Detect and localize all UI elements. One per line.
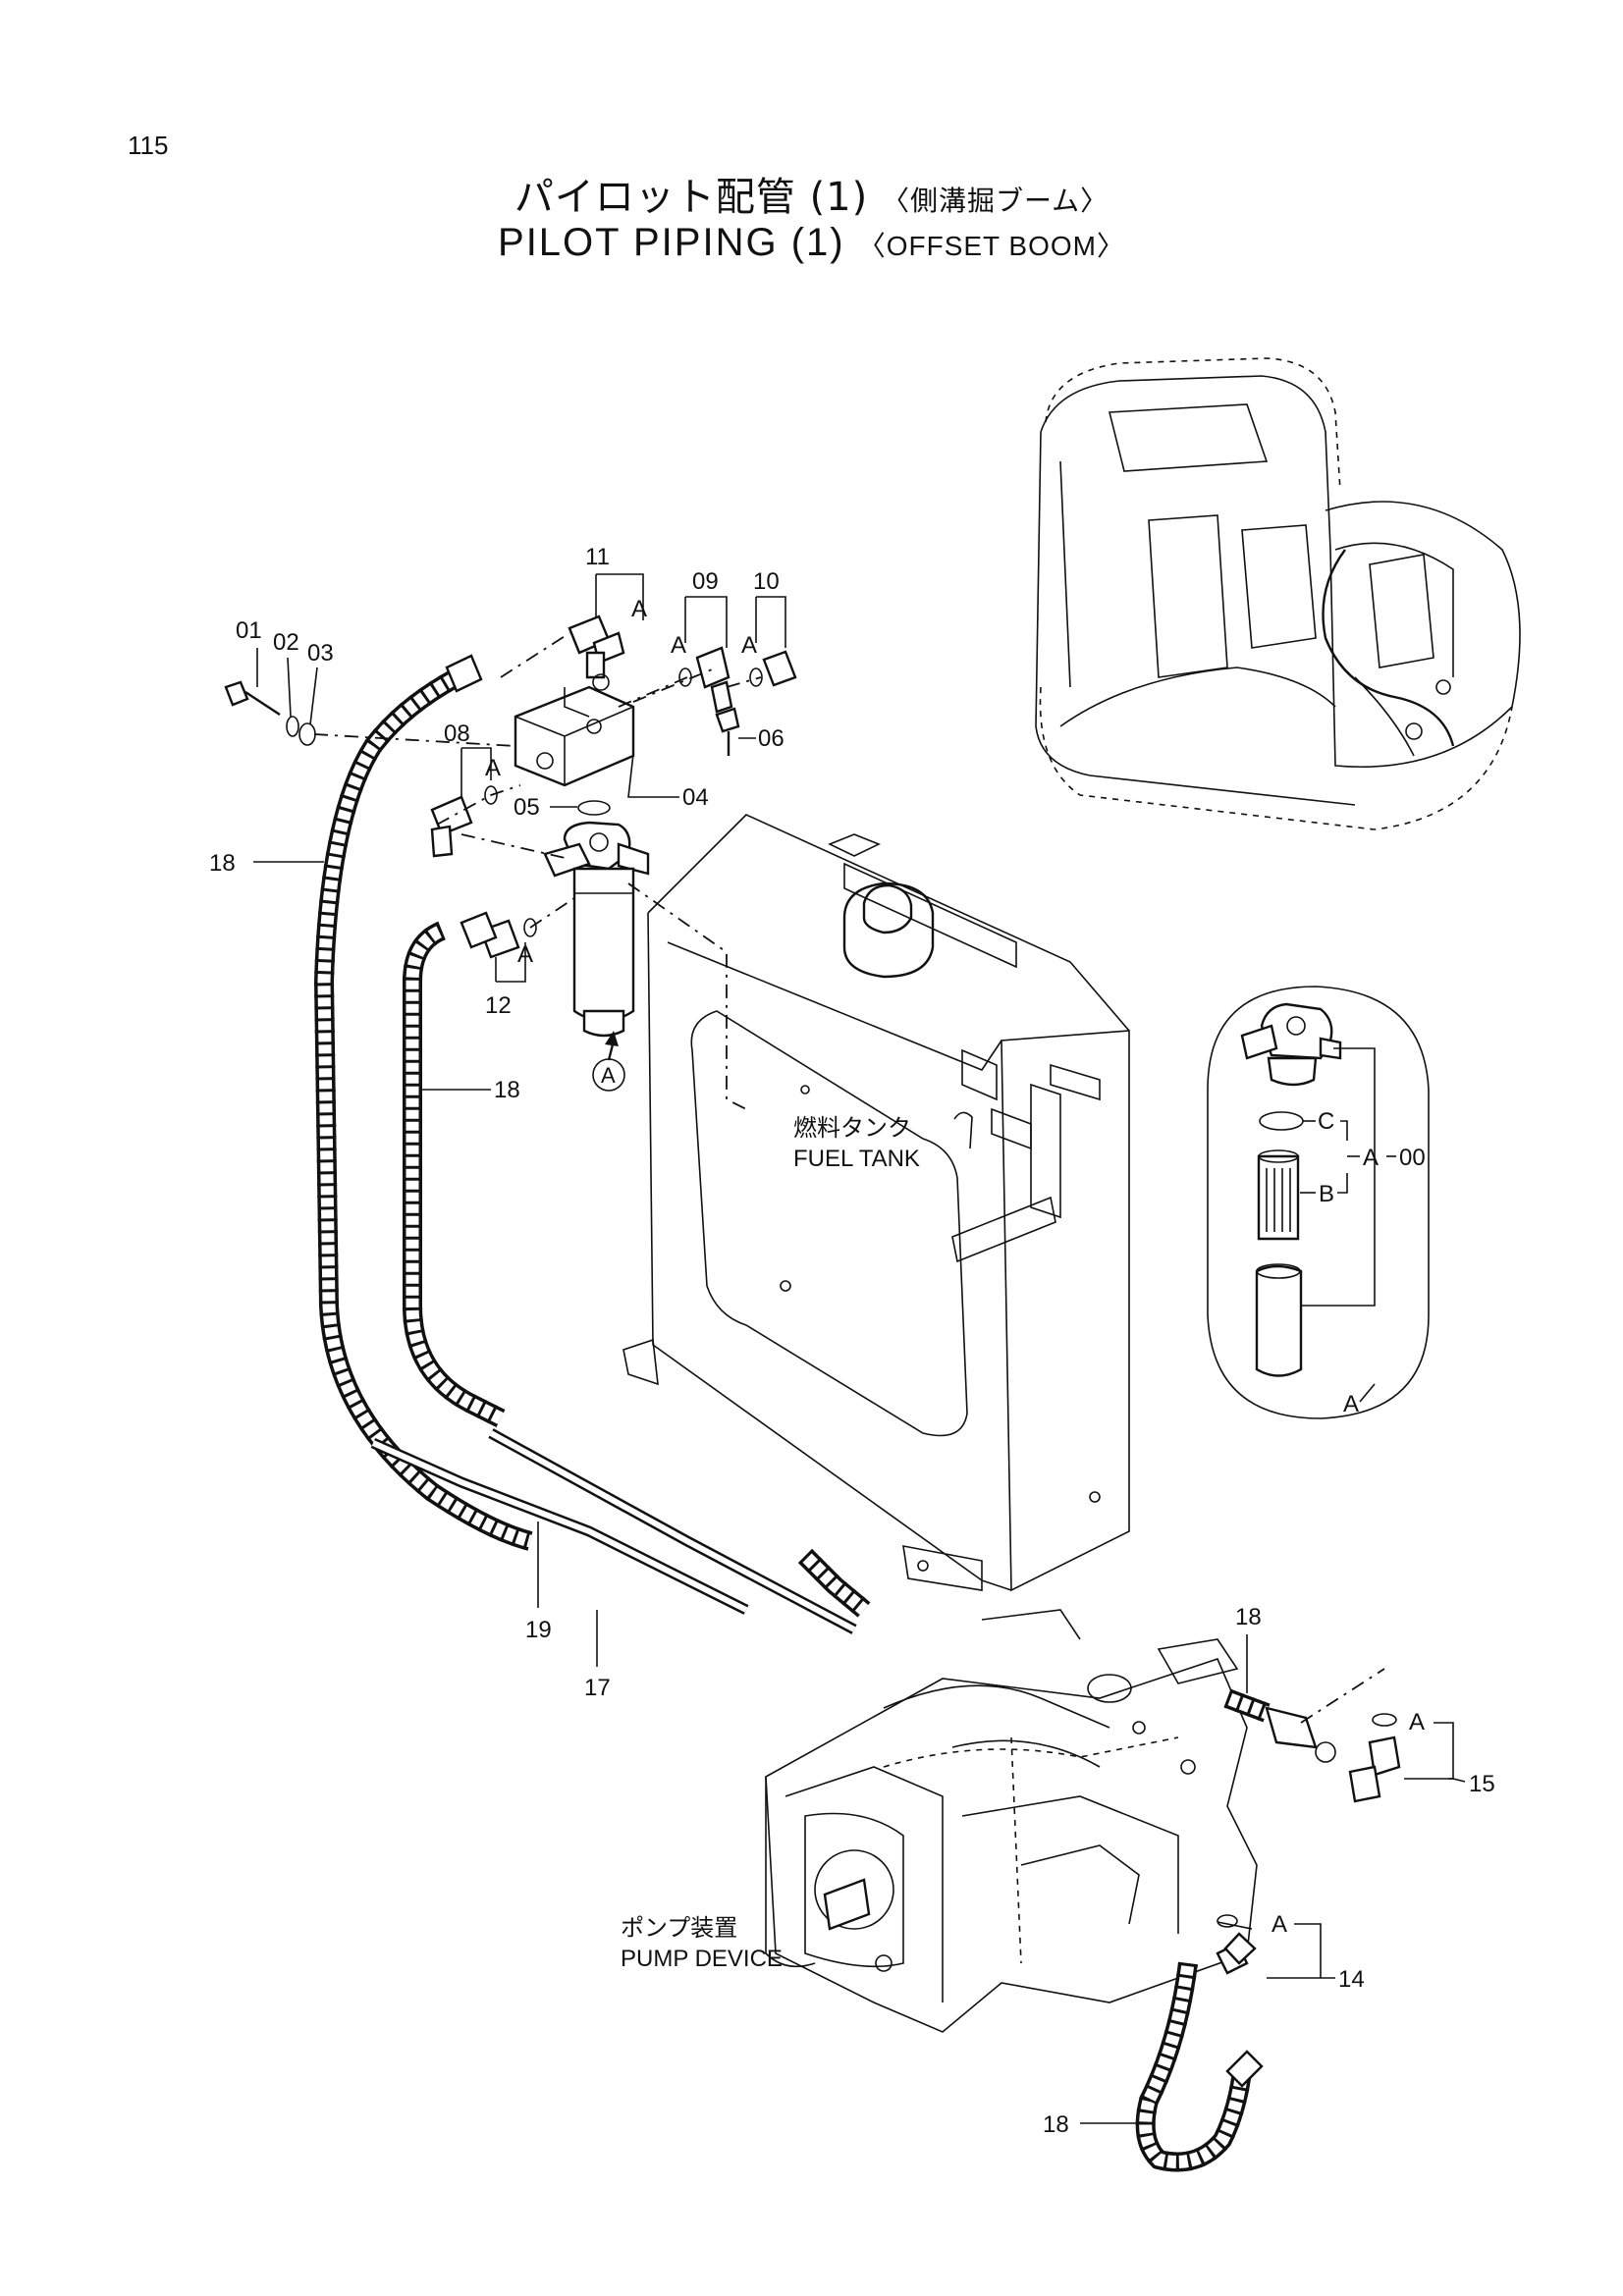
callout-14: 14 xyxy=(1338,1966,1365,1993)
callout-19: 19 xyxy=(525,1617,552,1643)
inset-assembly: A xyxy=(1363,1145,1379,1171)
circle-a-label: A xyxy=(601,1063,616,1088)
fuel-tank-label-en: FUEL TANK xyxy=(793,1146,920,1172)
filter-assembly-drawing xyxy=(514,685,650,1038)
callout-18-right: 18 xyxy=(1235,1604,1262,1630)
title-jp-main: パイロット配管 (1) xyxy=(514,175,869,220)
callout-01: 01 xyxy=(236,617,262,644)
pump-device-label-en: PUMP DEVICE xyxy=(621,1946,783,1972)
callout-06: 06 xyxy=(758,725,784,752)
title-en-main: PILOT PIPING (1) xyxy=(498,221,845,264)
title-en: PILOT PIPING (1) 〈OFFSET BOOM〉 xyxy=(0,221,1623,265)
detail-inset-a xyxy=(1207,986,1430,1419)
fuel-tank-label-jp: 燃料タンク xyxy=(793,1115,911,1142)
callout-09: 09 xyxy=(692,568,719,595)
title-jp-sub: 〈側溝掘ブーム〉 xyxy=(881,185,1109,217)
callout-05: 05 xyxy=(514,794,540,821)
callout-a-08: A xyxy=(485,755,501,781)
hose-fittings-drawing xyxy=(445,654,1401,2088)
fuel-tank-drawing xyxy=(622,814,1130,1592)
page-number: 115 xyxy=(128,131,169,160)
detail-inset-labels: C B A 00 A xyxy=(1318,1108,1426,1417)
callout-15: 15 xyxy=(1469,1771,1495,1797)
callout-a-09: A xyxy=(671,632,686,659)
pump-device-label-jp: ポンプ装置 xyxy=(621,1915,737,1942)
callout-18-middle: 18 xyxy=(494,1077,520,1103)
title-en-sub: 〈OFFSET BOOM〉 xyxy=(857,231,1125,261)
circle-a-marker xyxy=(592,1031,625,1092)
callout-02: 02 xyxy=(273,629,299,656)
callout-18-bottom: 18 xyxy=(1043,2111,1069,2138)
callout-a-12: A xyxy=(517,941,533,968)
hoses-drawing xyxy=(313,668,1271,2172)
callout-a-15: A xyxy=(1409,1709,1425,1735)
inset-part-c: C xyxy=(1318,1108,1334,1135)
callout-a-10: A xyxy=(741,632,757,659)
fittings-drawing xyxy=(224,614,797,959)
inset-assembly-number: 00 xyxy=(1399,1145,1426,1171)
inset-part-b: B xyxy=(1319,1181,1334,1207)
leader-lines xyxy=(253,573,1466,2124)
callout-04: 04 xyxy=(682,784,709,811)
callout-a-11: A xyxy=(631,596,647,622)
pipes-drawing xyxy=(370,1428,857,1634)
callout-a-14: A xyxy=(1271,1911,1287,1938)
callout-08: 08 xyxy=(444,721,470,747)
callout-10: 10 xyxy=(753,568,780,595)
inset-label: A xyxy=(1343,1391,1359,1417)
component-labels: 燃料タンク FUEL TANK ポンプ装置 PUMP DEVICE xyxy=(621,1115,920,1972)
callout-12: 12 xyxy=(485,992,512,1019)
callout-11: 11 xyxy=(585,544,610,570)
machine-overview-drawing xyxy=(1035,357,1521,830)
callout-18-left: 18 xyxy=(209,850,236,877)
callout-17: 17 xyxy=(584,1675,611,1701)
pump-device-drawing xyxy=(765,1609,1258,2033)
callout-03: 03 xyxy=(307,640,334,667)
callout-labels: 11 09 10 A A A 01 02 03 08 A 06 04 05 18… xyxy=(209,544,1495,2138)
title-jp: パイロット配管 (1) 〈側溝掘ブーム〉 xyxy=(0,165,1623,222)
